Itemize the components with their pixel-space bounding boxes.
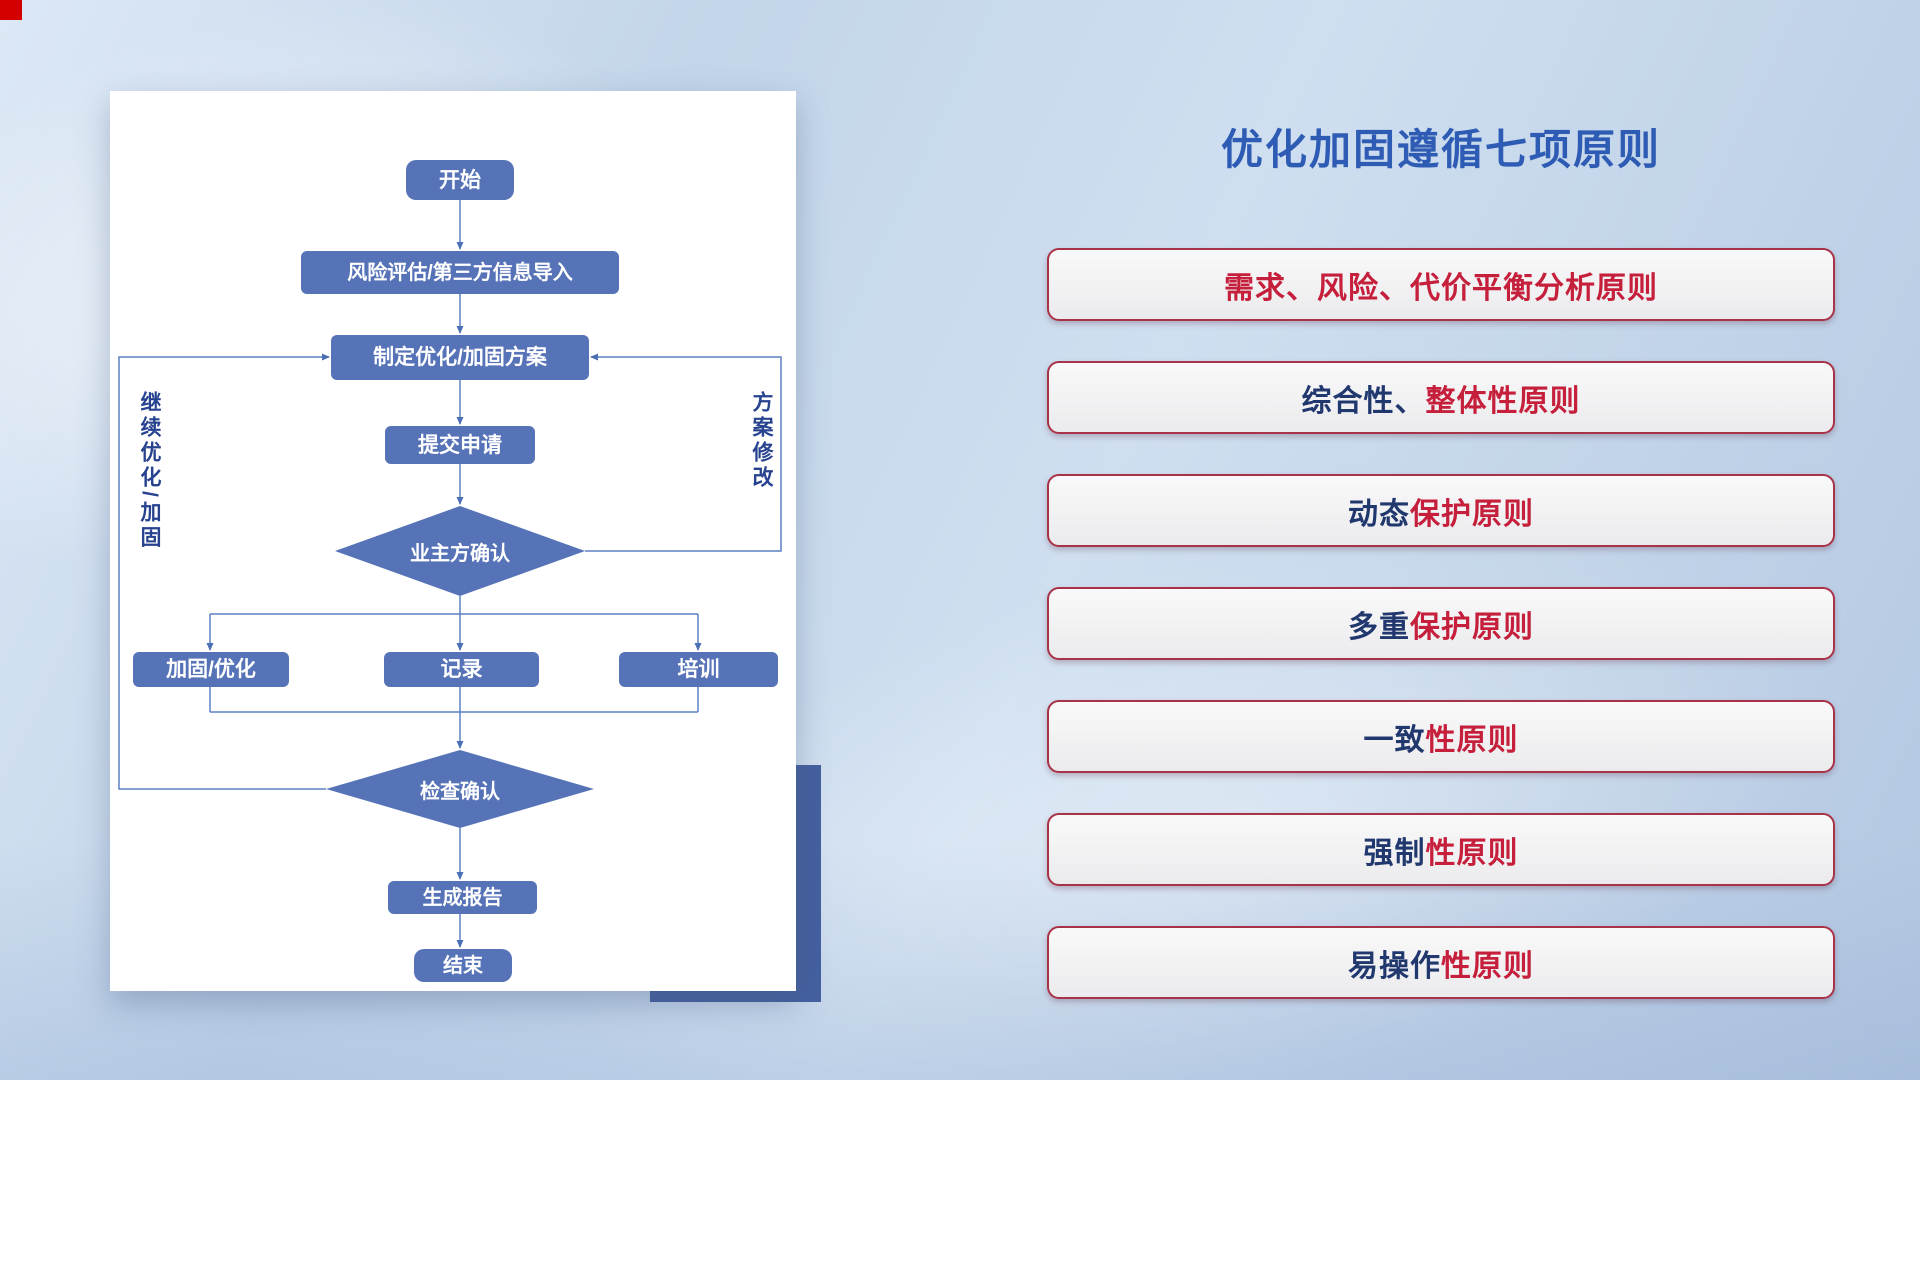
principle-3-suffix: 保护原则 (1410, 497, 1534, 531)
principle-item-1: 需求、风险、代价平衡分析原则 (1047, 248, 1835, 321)
principle-6-suffix: 性原则 (1425, 836, 1519, 870)
node-generate-report: 生成报告 (388, 881, 537, 914)
principle-item-3: 动态保护原则 (1047, 474, 1835, 547)
node-submit-application: 提交申请 (385, 426, 535, 464)
loop-label-plan-revision: 方案修改 (750, 391, 773, 491)
principle-4-prefix: 多重 (1348, 610, 1410, 644)
node-risk-assessment: 风险评估/第三方信息导入 (301, 251, 619, 294)
node-start: 开始 (406, 160, 514, 200)
principle-5-suffix: 性原则 (1425, 723, 1519, 757)
principle-7-prefix: 易操作 (1348, 949, 1441, 983)
principle-2-suffix: 整体性原则 (1425, 384, 1581, 418)
flowchart-connectors (118, 200, 782, 948)
principle-item-7: 易操作性原则 (1047, 926, 1835, 999)
principle-item-6: 强制性原则 (1047, 813, 1835, 886)
principle-item-4: 多重保护原则 (1047, 587, 1835, 660)
principle-1-suffix: 需求、风险、代价平衡分析原则 (1224, 271, 1658, 305)
corner-accent-square (0, 0, 22, 20)
node-record: 记录 (384, 652, 539, 687)
principle-2-prefix: 综合性、 (1301, 384, 1426, 418)
principle-5-prefix: 一致 (1363, 723, 1426, 757)
panel-title: 优化加固遵循七项原则 (1220, 126, 1661, 173)
node-reinforce-optimize: 加固/优化 (133, 652, 289, 687)
principle-6-prefix: 强制 (1363, 836, 1426, 870)
principle-item-5: 一致性原则 (1047, 700, 1835, 773)
principle-3-prefix: 动态 (1348, 497, 1410, 531)
node-make-plan: 制定优化/加固方案 (331, 335, 589, 380)
loop-label-continue-optimize: 继续优化/加固 (138, 391, 161, 551)
principle-7-suffix: 性原则 (1441, 949, 1534, 983)
principle-4-suffix: 保护原则 (1410, 610, 1534, 644)
flowchart-card: 开始 风险评估/第三方信息导入 制定优化/加固方案 提交申请 业主方确认 加固/… (110, 91, 796, 991)
principle-item-2: 综合性、整体性原则 (1047, 361, 1835, 434)
node-end: 结束 (414, 949, 512, 982)
node-training: 培训 (619, 652, 778, 687)
